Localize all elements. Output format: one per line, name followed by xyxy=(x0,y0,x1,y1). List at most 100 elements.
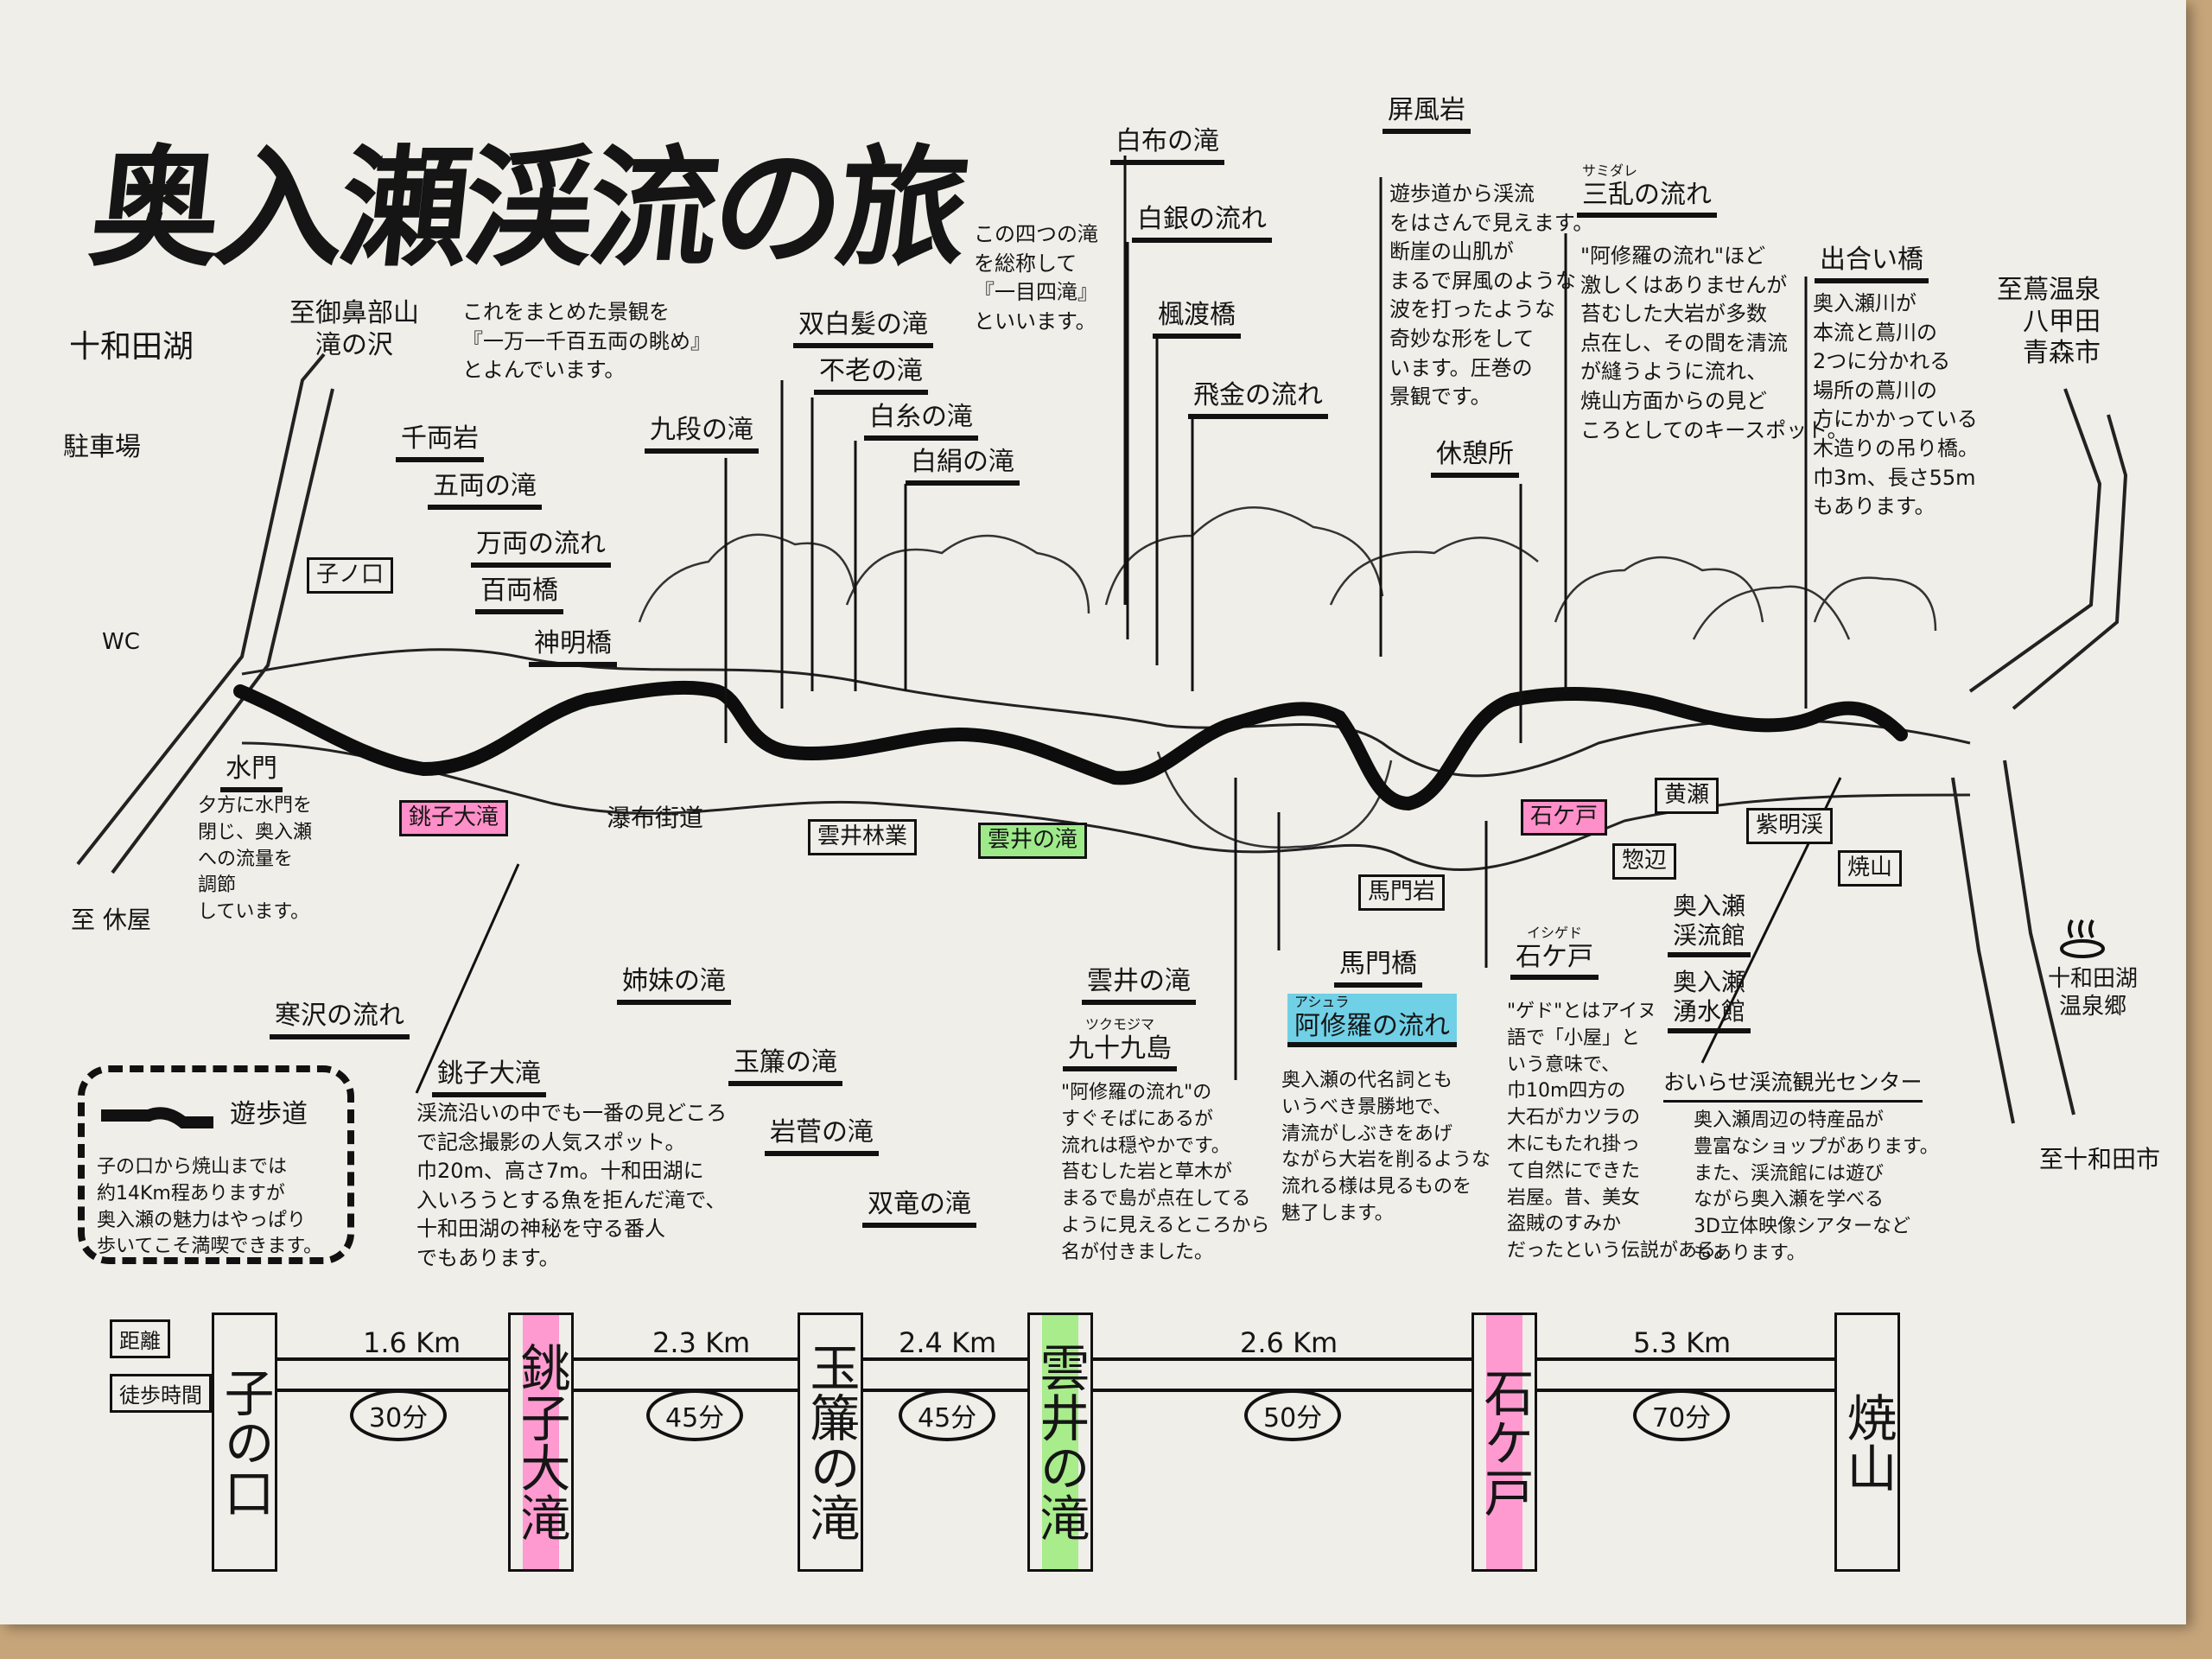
stop-kumoi: 雲井の滝 xyxy=(1027,1313,1093,1572)
map-drawing xyxy=(76,156,2128,1392)
stop-yakeyama: 焼山 xyxy=(1834,1313,1900,1572)
note-ichimoku: この四つの滝 を総称して 『一目四滝』 といいます。 xyxy=(974,222,1098,334)
label-kumoi-taki: 雲井の滝 xyxy=(1082,966,1196,1005)
stop-nenokuchi: 子の口 xyxy=(212,1313,277,1572)
legend-note: 子の口から焼山までは 約14Km程ありますが 奥入瀬の魅力はやっぱり 歩いてこそ… xyxy=(97,1156,323,1258)
segment-distance: 2.3 Km xyxy=(652,1326,751,1359)
time-label: 徒歩時間 xyxy=(110,1374,212,1413)
label-kudan-taki: 九段の滝 xyxy=(645,415,759,454)
forest xyxy=(638,506,1937,849)
segment-distance: 2.4 Km xyxy=(899,1326,997,1359)
byobu-description: 遊歩道から渓流 をはさんで見えます。 断崖の山肌が まるで屏風のような 波を打っ… xyxy=(1389,181,1594,410)
ruby-ishigedo: イシゲド xyxy=(1526,925,1582,941)
ishigedo-description: "ゲド"とはアイヌ 語で「小屋」と いう意味で、 巾10m四方の 大石がカツラの… xyxy=(1507,1001,1736,1262)
label-furo-taki: 不老の滝 xyxy=(814,356,928,395)
label-mamon-bashi: 馬門橋 xyxy=(1334,949,1422,988)
label-hyakuryo-bashi: 百両橋 xyxy=(475,575,563,614)
ruby-samidare: サミダレ xyxy=(1582,162,1638,179)
label-samidare: サミダレ三乱の流れ xyxy=(1577,162,1717,219)
segment-time: 45分 xyxy=(646,1389,744,1441)
segment-distance: 2.6 Km xyxy=(1240,1326,1338,1359)
label-yakeyama: 焼山 xyxy=(1838,850,1903,887)
segment-time: 70分 xyxy=(1633,1389,1731,1441)
segment-time: 50分 xyxy=(1244,1389,1342,1441)
label-ashura: アシュラ阿修羅の流れ xyxy=(1287,994,1457,1048)
label-to-towada-city: 至十和田市 xyxy=(2039,1145,2161,1173)
label-deai-bashi: 出合い橋 xyxy=(1815,245,1929,283)
road-left xyxy=(76,353,326,866)
label-tamasudare-taki: 玉簾の滝 xyxy=(728,1047,842,1086)
ruby-ashura: アシュラ xyxy=(1294,994,1350,1010)
label-goryo-taki: 五両の滝 xyxy=(428,471,542,510)
map-sheet: 奥入瀬渓流の旅 十和田湖 駐車場 WC 子ノ口 至御鼻部山 滝の沢 これをまとめ… xyxy=(0,0,2186,1624)
label-kumoi-ringyo: 雲井林業 xyxy=(808,819,918,855)
label-keiryukan: 奥入瀬 渓流館 xyxy=(1668,892,1751,958)
label-choshi-otaki: 銚子大滝 xyxy=(432,1058,546,1097)
label-to-tsuta: 至蔦温泉 八甲田 青森市 xyxy=(1997,275,2101,369)
label-shirogane-nagare: 白銀の流れ xyxy=(1132,204,1272,243)
label-sobe: 惣辺 xyxy=(1612,843,1677,880)
label-tsukumo: ツクモジマ九十九島 xyxy=(1063,1016,1177,1072)
label-bakufu-kaido: 瀑布街道 xyxy=(607,804,704,832)
note-ryo: これをまとめた景観を 『一万一千百五両の眺め』 とよんでいます。 xyxy=(462,300,711,383)
tag-ishigedo: 石ケ戸 xyxy=(1521,799,1608,836)
tag-kumoi-taki: 雲井の滝 xyxy=(978,823,1088,859)
label-nenokuchi: 子ノ口 xyxy=(307,557,394,594)
label-shimai-taki: 姉妹の滝 xyxy=(617,966,731,1005)
label-center: おいらせ渓流観光センター xyxy=(1663,1070,1923,1103)
segment-time: 45分 xyxy=(899,1389,996,1441)
river-right xyxy=(1951,777,2015,1124)
ashura-text: 阿修羅の流れ xyxy=(1294,1010,1450,1041)
label-to-yasumiya: 至 休屋 xyxy=(71,906,151,934)
ruby-tsukumo: ツクモジマ xyxy=(1084,1016,1154,1033)
river-bank-upper xyxy=(241,648,1971,778)
label-tobikin-nagare: 飛金の流れ xyxy=(1188,380,1328,419)
legend-trail-label: 遊歩道 xyxy=(230,1099,308,1130)
stop-ishigedo: 石ケ戸 xyxy=(1471,1313,1537,1572)
label-senryo-iwa: 千両岩 xyxy=(396,423,484,462)
label-ishigedo: イシゲド石ケ戸 xyxy=(1510,925,1599,981)
tag-choshi-otaki: 銚子大滝 xyxy=(399,800,509,836)
label-kaede-bashi: 楓渡橋 xyxy=(1153,300,1241,339)
stop-tamasudare: 玉簾の滝 xyxy=(798,1313,863,1572)
hot-spring-icon xyxy=(2060,918,2105,958)
label-shirofu-taki: 白布の滝 xyxy=(1110,126,1224,165)
tsukumo-text: 九十九島 xyxy=(1068,1033,1172,1064)
label-iwasuge-taki: 岩菅の滝 xyxy=(765,1117,879,1156)
road-right-2 xyxy=(2012,414,2128,710)
trail-symbol-icon xyxy=(101,1106,213,1128)
ishigedo-text: 石ケ戸 xyxy=(1516,941,1593,972)
deai-description: 奥入瀬川が 本流と蔦川の 2つに分かれる 場所の蔦川の 方にかかっている 木造り… xyxy=(1813,291,1979,519)
segment-distance: 5.3 Km xyxy=(1633,1326,1732,1359)
label-soryu-taki: 双竜の滝 xyxy=(862,1189,976,1228)
river-right-2 xyxy=(2003,760,2075,1116)
walking-trail xyxy=(233,680,1908,811)
stop-choshi-otaki: 銚子大滝 xyxy=(508,1313,574,1572)
road-left-2 xyxy=(111,388,334,874)
label-shiraginu-taki: 白絹の滝 xyxy=(906,447,1020,486)
leader-lines xyxy=(415,156,1842,1094)
label-kyukeijo: 休憩所 xyxy=(1431,439,1519,478)
label-shimeikei: 紫明渓 xyxy=(1746,808,1834,844)
legend: 遊歩道 子の口から焼山までは 約14Km程ありますが 奥入瀬の魅力はやっぱり 歩… xyxy=(78,1065,354,1264)
label-shiraito-taki: 白糸の滝 xyxy=(864,402,978,441)
label-manryo-nagare: 万両の流れ xyxy=(471,529,611,568)
road-right xyxy=(1968,388,2102,693)
segment-distance: 1.6 Km xyxy=(363,1326,461,1359)
choshi-description: 渓流沿いの中でも一番の見どころ で記念撮影の人気スポット。 巾20m、高さ7m。… xyxy=(416,1101,728,1270)
river-bank-lower xyxy=(241,741,1971,872)
segment-time: 30分 xyxy=(350,1389,448,1441)
samidare-description: "阿修羅の流れ"ほど 激しくはありませんが 苔むした大岩が多数 点在し、その間を… xyxy=(1580,244,1848,442)
samidare-text: 三乱の流れ xyxy=(1582,179,1712,210)
label-parking: 駐車場 xyxy=(63,432,141,462)
label-kanzawa: 寒沢の流れ xyxy=(270,1001,410,1039)
center-description: 奥入瀬周辺の特産品が 豊富なショップがあります。 また、渓流館には遊び ながら奥… xyxy=(1694,1109,1939,1264)
tsukumo-description: "阿修羅の流れ"の すぐそばにあるが 流れは穏やかです。 苔むした岩と草木が ま… xyxy=(1061,1082,1270,1263)
label-suimon: 水門 xyxy=(220,753,283,792)
label-soshiraga-taki: 双白髪の滝 xyxy=(793,309,933,348)
label-mamon-iwa: 馬門岩 xyxy=(1358,874,1446,911)
label-wc: WC xyxy=(102,629,140,655)
map-title: 奥入瀬渓流の旅 xyxy=(83,132,971,284)
label-kise: 黄瀬 xyxy=(1655,778,1719,814)
label-onsen: 十和田湖 温泉郷 xyxy=(2048,966,2139,1020)
